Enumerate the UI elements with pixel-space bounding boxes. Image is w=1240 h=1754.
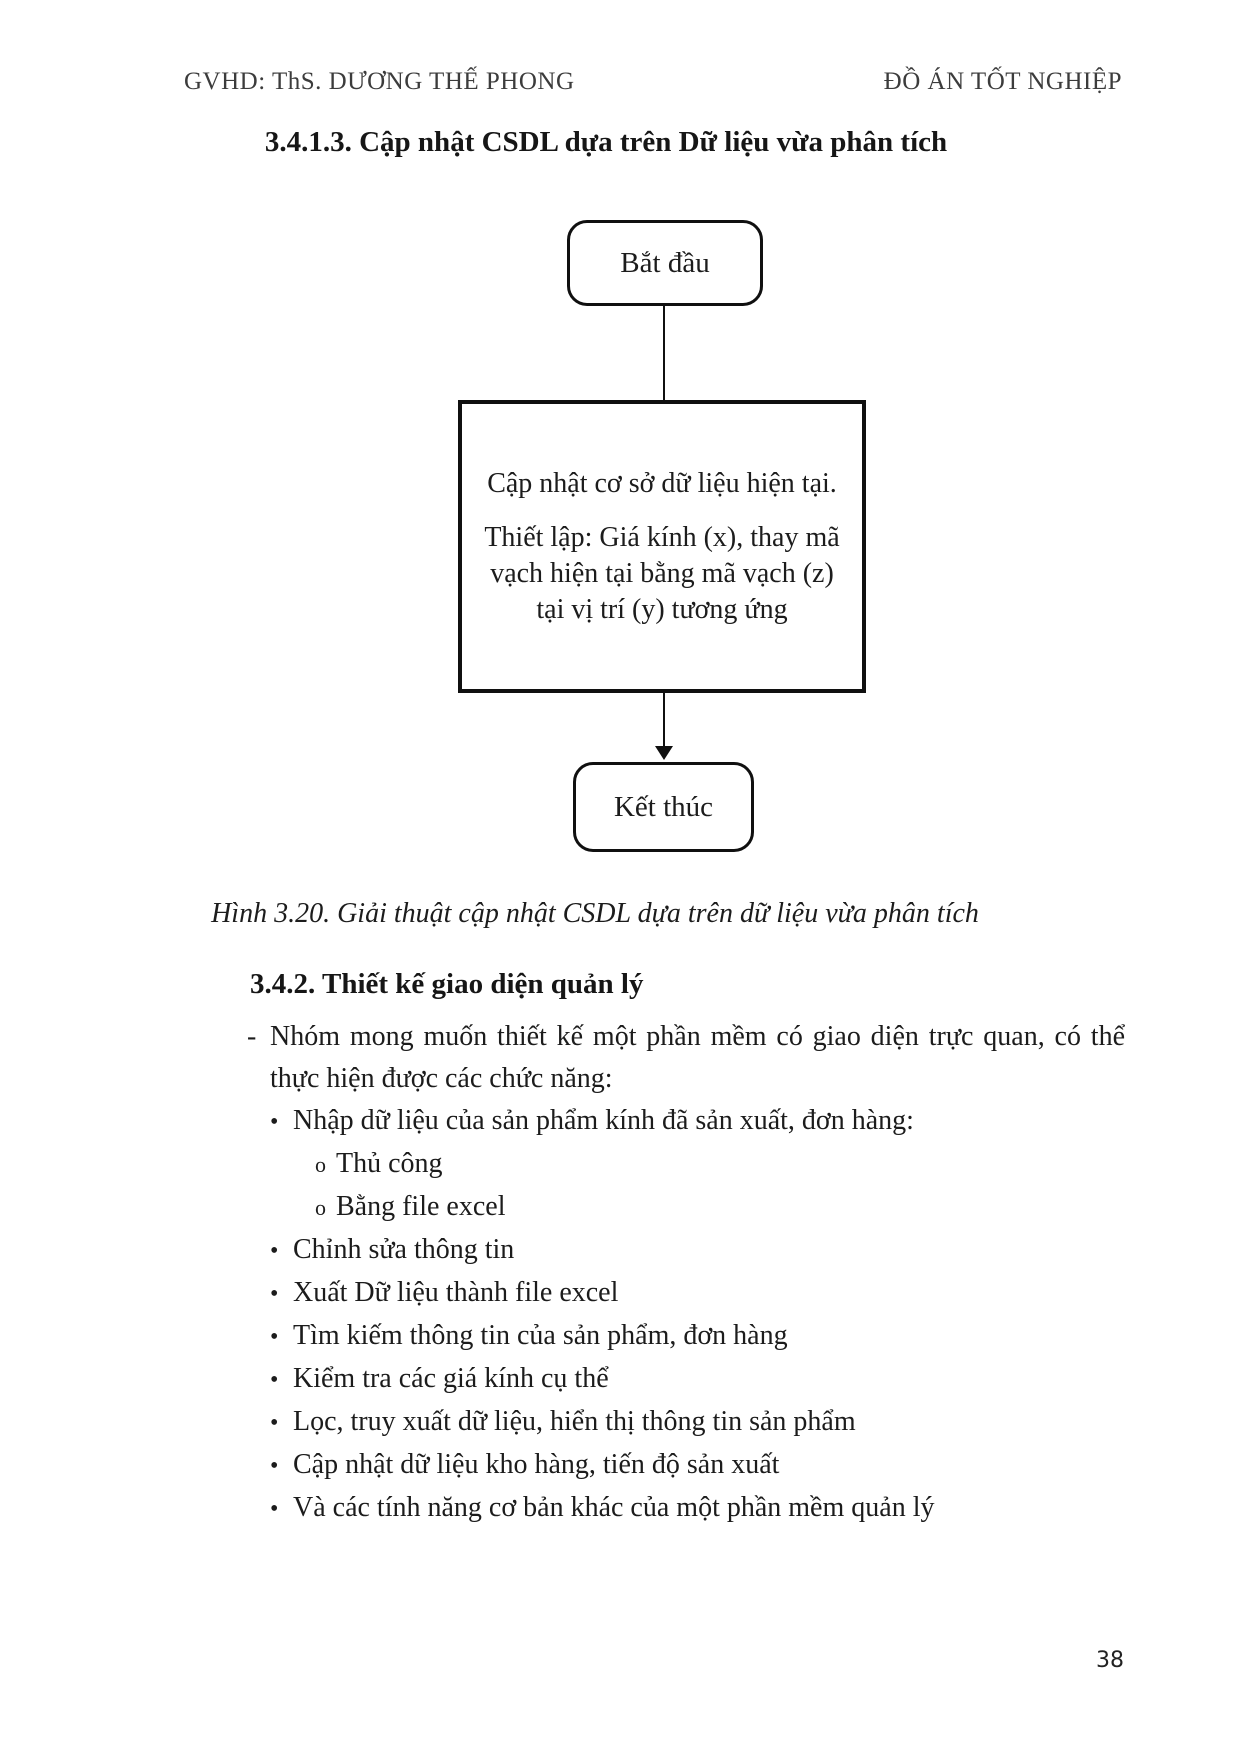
- list-item-text: Thủ công: [336, 1148, 443, 1179]
- intro-line-1: Nhóm mong muốn thiết kế một phần mềm có …: [270, 1021, 1125, 1052]
- list-item: • Xuất Dữ liệu thành file excel: [247, 1272, 1125, 1315]
- bullet-disc-icon: •: [270, 1410, 279, 1436]
- flowchart-start-node: Bắt đầu: [567, 220, 763, 306]
- bullet-disc-icon: •: [270, 1238, 279, 1264]
- bullet-disc-icon: •: [270, 1496, 279, 1522]
- bullet-circle-icon: o: [315, 1152, 326, 1177]
- body-content: - Nhóm mong muốn thiết kế một phần mềm c…: [247, 1016, 1125, 1530]
- list-item-text: Lọc, truy xuất dữ liệu, hiển thị thông t…: [293, 1406, 856, 1437]
- connector-line: [663, 692, 665, 748]
- dash-marker: -: [247, 1021, 257, 1052]
- list-item-text: Và các tính năng cơ bản khác của một phầ…: [293, 1492, 935, 1523]
- list-item: • Và các tính năng cơ bản khác của một p…: [247, 1487, 1125, 1530]
- list-item: • Tìm kiếm thông tin của sản phẩm, đơn h…: [247, 1315, 1125, 1358]
- list-item: • Lọc, truy xuất dữ liệu, hiển thị thông…: [247, 1401, 1125, 1444]
- intro-paragraph-text: Nhóm mong muốn thiết kế một phần mềm có …: [270, 1016, 1125, 1100]
- list-item: • Chỉnh sửa thông tin: [247, 1229, 1125, 1272]
- bullet-circle-icon: o: [315, 1195, 326, 1220]
- arrow-down-icon: [655, 746, 673, 760]
- page-number: 38: [1096, 1648, 1124, 1673]
- list-item: o Bằng file excel: [247, 1186, 1125, 1229]
- list-item: • Kiểm tra các giá kính cụ thể: [247, 1358, 1125, 1401]
- list-item-text: Tìm kiếm thông tin của sản phẩm, đơn hàn…: [293, 1320, 788, 1351]
- list-item: • Cập nhật dữ liệu kho hàng, tiến độ sản…: [247, 1444, 1125, 1487]
- bullet-disc-icon: •: [270, 1281, 279, 1307]
- list-item-text: Xuất Dữ liệu thành file excel: [293, 1277, 619, 1308]
- bullet-disc-icon: •: [270, 1324, 279, 1350]
- list-item: o Thủ công: [247, 1143, 1125, 1186]
- process-node-text-line1: Cập nhật cơ sở dữ liệu hiện tại.: [487, 467, 837, 499]
- header-advisor-text: GVHD: ThS. DƯƠNG THẾ PHONG: [184, 68, 575, 95]
- intro-line-2: thực hiện được các chức năng:: [270, 1063, 613, 1094]
- list-item-text: Nhập dữ liệu của sản phẩm kính đã sản xu…: [293, 1105, 914, 1136]
- intro-paragraph: - Nhóm mong muốn thiết kế một phần mềm c…: [247, 1016, 1125, 1100]
- subsection-title: 3.4.2. Thiết kế giao diện quản lý: [250, 968, 644, 1000]
- section-title: 3.4.1.3. Cập nhật CSDL dựa trên Dữ liệu …: [264, 126, 948, 158]
- figure-caption: Hình 3.20. Giải thuật cập nhật CSDL dựa …: [211, 898, 979, 929]
- list-item-text: Chỉnh sửa thông tin: [293, 1234, 515, 1265]
- connector-line: [663, 306, 665, 400]
- page-header: GVHD: ThS. DƯƠNG THẾ PHONG ĐỒ ÁN TỐT NGH…: [184, 68, 1122, 96]
- list-item-text: Cập nhật dữ liệu kho hàng, tiến độ sản x…: [293, 1449, 780, 1480]
- bullet-disc-icon: •: [270, 1109, 279, 1135]
- end-node-label: Kết thúc: [613, 790, 714, 823]
- bullet-disc-icon: •: [270, 1453, 279, 1479]
- list-item-text: Kiểm tra các giá kính cụ thể: [293, 1363, 609, 1394]
- list-item-text: Bằng file excel: [336, 1191, 506, 1222]
- process-node-text-line2: Thiết lập: Giá kính (x), thay mã vạch hi…: [484, 521, 840, 625]
- flowchart-process-node: Cập nhật cơ sở dữ liệu hiện tại. Thiết l…: [458, 400, 866, 693]
- list-item: • Nhập dữ liệu của sản phẩm kính đã sản …: [247, 1100, 1125, 1143]
- flowchart-end-node: Kết thúc: [573, 762, 754, 852]
- bullet-disc-icon: •: [270, 1367, 279, 1393]
- start-node-label: Bắt đầu: [620, 246, 710, 279]
- header-project-text: ĐỒ ÁN TỐT NGHIỆP: [883, 68, 1122, 95]
